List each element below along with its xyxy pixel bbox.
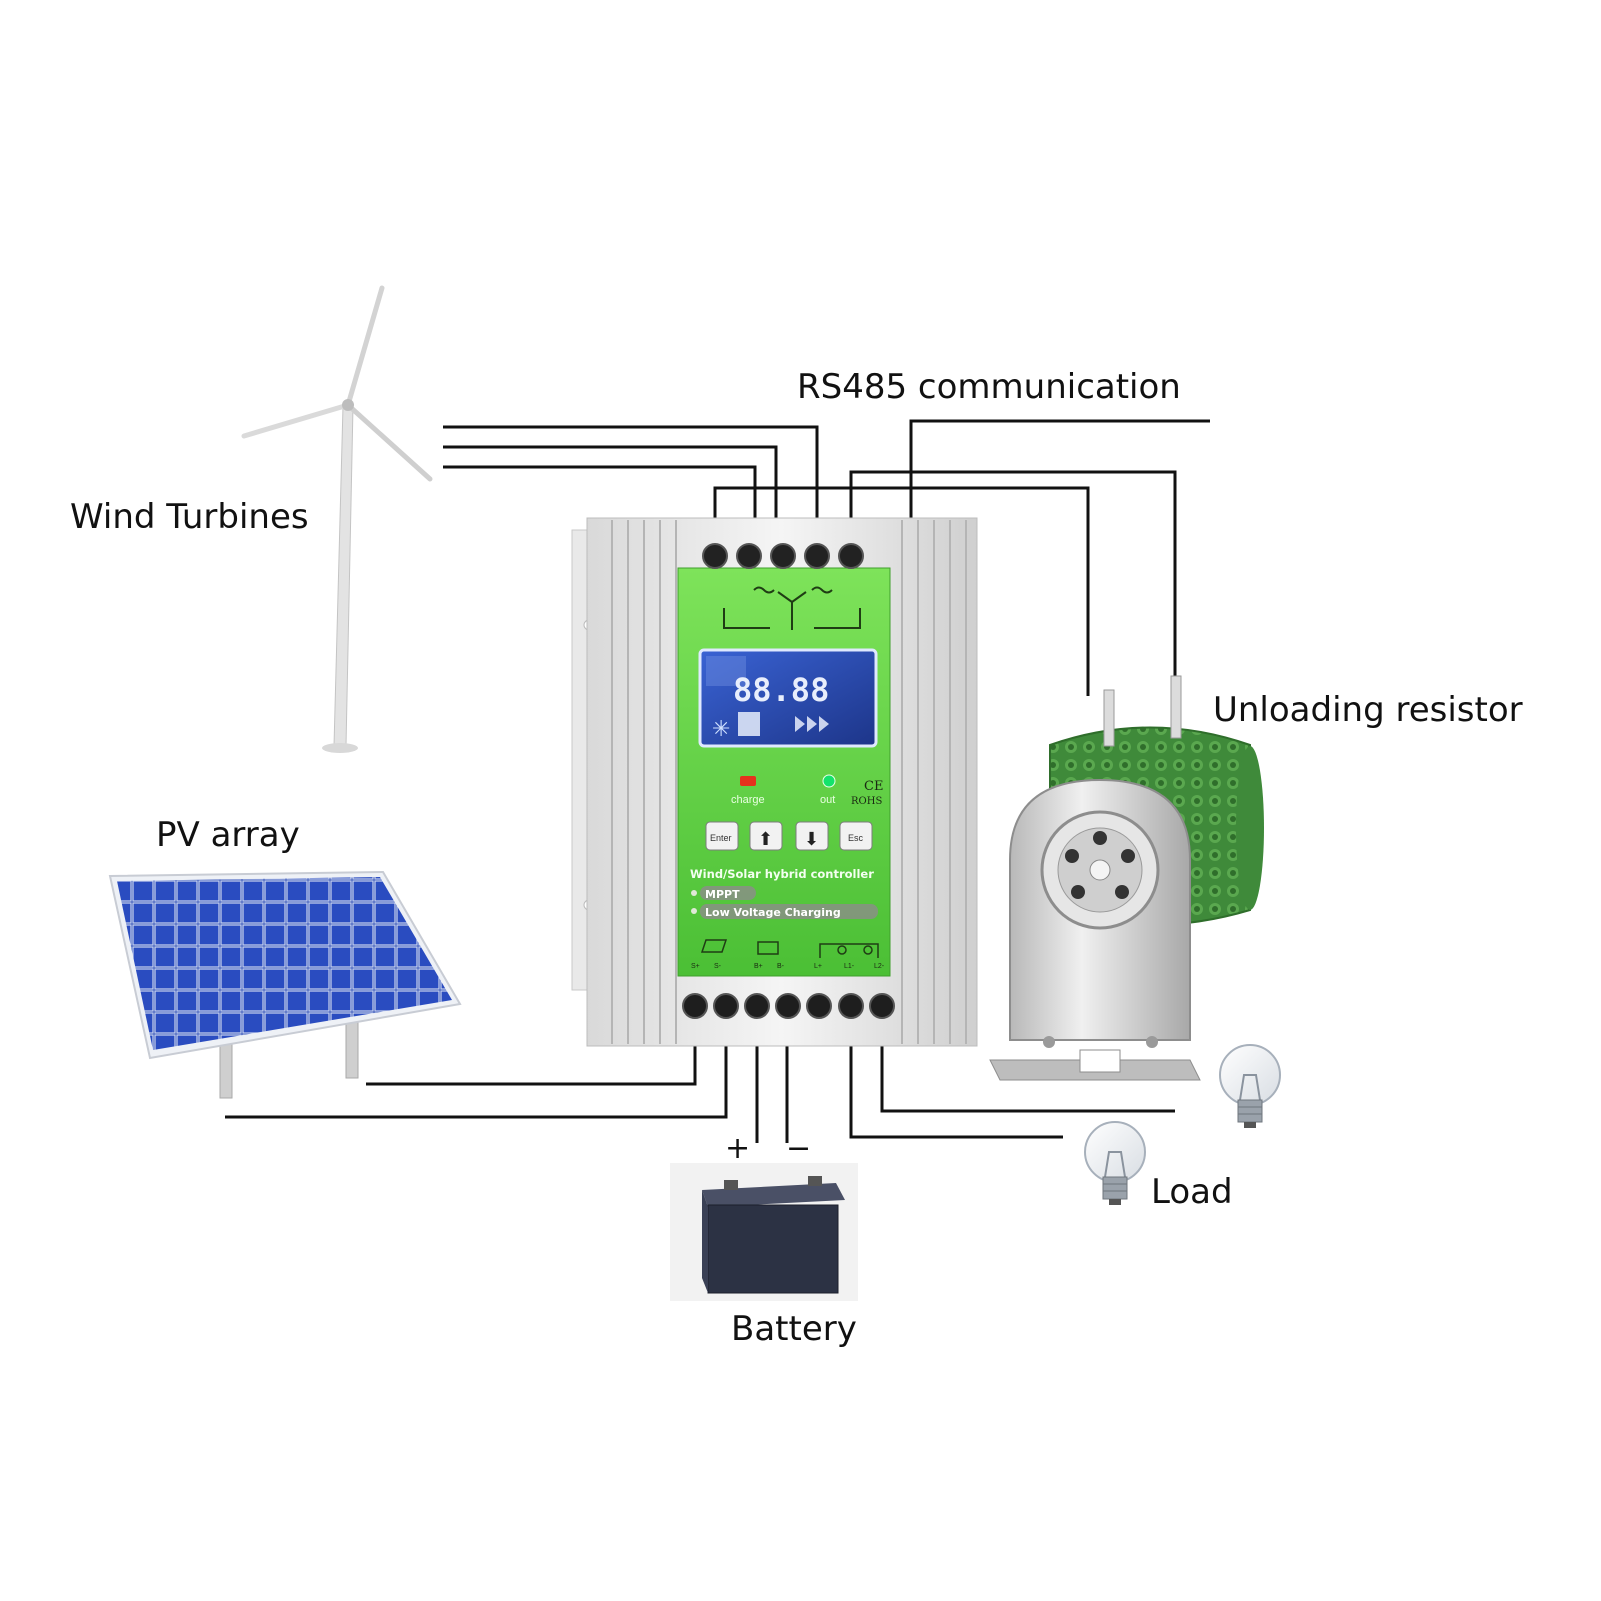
terminal-screw [869, 993, 895, 1019]
pv-array-label: PV array [156, 815, 300, 855]
lcd-digits: 88.88 [733, 671, 829, 709]
battery-minus-label: − [786, 1131, 811, 1166]
top-terminals [702, 543, 864, 569]
esc-button[interactable] [839, 821, 873, 851]
terminal-label: S- [714, 963, 722, 970]
unloading-resistor-icon [989, 675, 1264, 1081]
enter-button-label: Enter [710, 833, 732, 843]
wind-turbine-icon [241, 285, 433, 753]
down-arrow-icon: ⬇ [804, 829, 819, 850]
terminal-screw [744, 993, 770, 1019]
enter-button[interactable] [705, 821, 739, 851]
mppt-label: MPPT [705, 888, 740, 901]
diagram-labels: RS485 communication Wind Turbines Unload… [70, 367, 1523, 1349]
esc-button-label: Esc [848, 833, 864, 843]
charge-led [740, 776, 756, 786]
pv-array-icon [108, 870, 462, 1099]
ce-mark: CE [864, 779, 883, 794]
resistor-wire-2 [849, 470, 1177, 700]
low-voltage-label: Low Voltage Charging [705, 906, 841, 919]
load-wire-1 [849, 1010, 1063, 1139]
terminal-label: L1- [844, 963, 855, 970]
up-button[interactable] [749, 821, 783, 851]
terminal-screw [775, 993, 801, 1019]
controller-wind-logo [723, 586, 861, 630]
terminal-screw [702, 543, 728, 569]
terminal-symbols [700, 939, 879, 958]
unloading-resistor-label: Unloading resistor [1213, 690, 1523, 730]
charge-led-label: charge [731, 794, 765, 806]
lcd-snowflake-icon: ✳ [712, 717, 730, 742]
battery-plus-label: + [725, 1131, 750, 1166]
rohs-mark: ROHS [851, 796, 882, 807]
bottom-terminals [682, 993, 895, 1019]
terminal-label: B- [777, 963, 785, 970]
out-led-label: out [820, 794, 835, 806]
up-arrow-icon: ⬆ [758, 829, 773, 850]
wind-wire-1 [443, 425, 819, 556]
terminal-screw [682, 993, 708, 1019]
terminal-label: S+ [691, 963, 700, 970]
terminal-label: L2- [874, 963, 885, 970]
terminal-screw [804, 543, 830, 569]
down-button[interactable] [795, 821, 829, 851]
wind-turbines-label: Wind Turbines [70, 497, 309, 537]
terminal-screw [736, 543, 762, 569]
terminal-screw [770, 543, 796, 569]
terminal-screw [713, 993, 739, 1019]
battery-icon [670, 1163, 858, 1301]
light-bulb-icon [1084, 1121, 1146, 1205]
controller-title: Wind/Solar hybrid controller [690, 867, 874, 881]
battery-label: Battery [731, 1309, 857, 1349]
terminal-screw [838, 543, 864, 569]
terminal-label: B+ [754, 963, 763, 970]
load-label: Load [1151, 1172, 1233, 1212]
light-bulb-icon [1219, 1044, 1281, 1128]
out-led [822, 774, 836, 788]
controller-buttons: Enter ⬆ ⬇ Esc [705, 821, 873, 851]
hybrid-controller: 88.88 ✳ charge out CE ROHS Enter ⬆ ⬇ Esc… [571, 517, 978, 1047]
terminal-screw [806, 993, 832, 1019]
terminal-screw [838, 993, 864, 1019]
rs485-label: RS485 communication [797, 367, 1181, 407]
terminal-label: L+ [814, 963, 822, 970]
